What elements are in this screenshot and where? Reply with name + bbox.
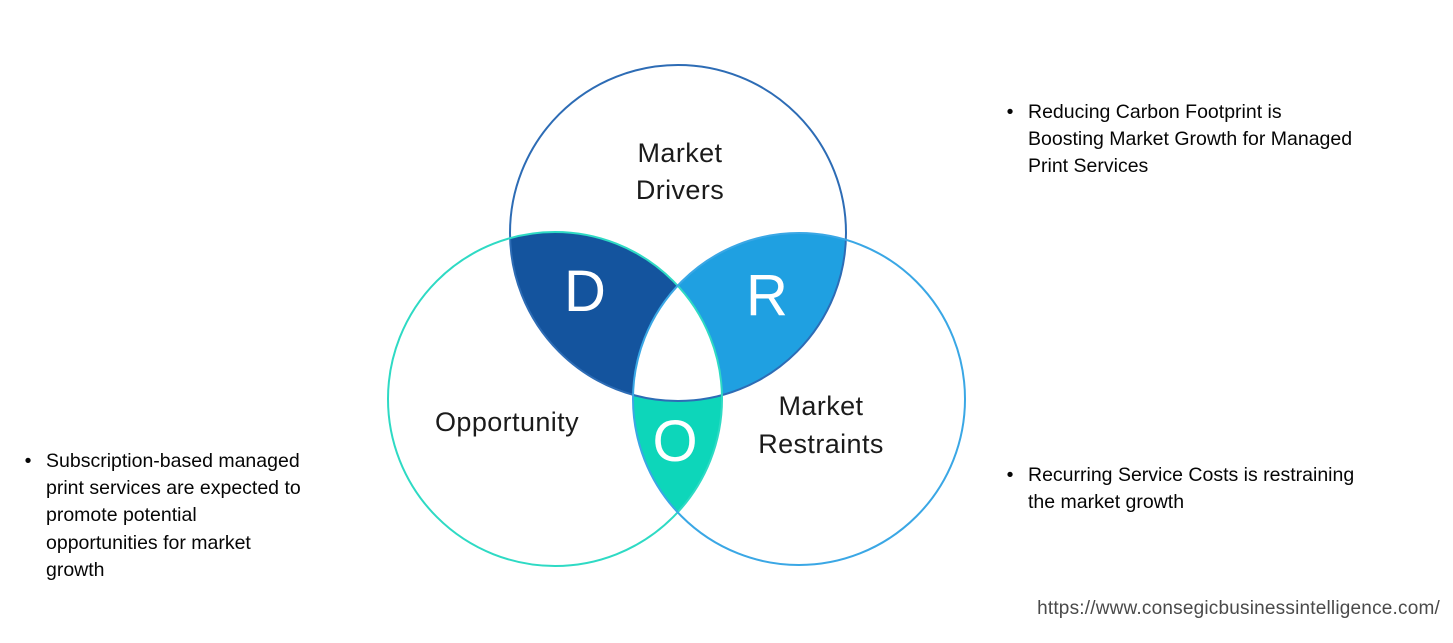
circle-opportunity bbox=[387, 231, 723, 567]
bullet-icon: • bbox=[1006, 464, 1014, 486]
letter-r-restraints: R bbox=[746, 262, 788, 328]
region-r-lens bbox=[633, 233, 846, 401]
note-market-restraint: • Recurring Service Costs is restraining… bbox=[1004, 462, 1444, 516]
circle-market-drivers bbox=[509, 64, 847, 402]
bullet-icon: • bbox=[24, 450, 32, 472]
circle-market-restraints bbox=[632, 232, 966, 566]
letter-d-drivers: D bbox=[564, 258, 606, 324]
bullet-icon: • bbox=[1006, 101, 1014, 123]
source-url: https://www.consegicbusinessintelligence… bbox=[1037, 598, 1440, 619]
letter-o-opportunity: O bbox=[652, 408, 698, 474]
label-opportunity: Opportunity bbox=[435, 407, 579, 437]
